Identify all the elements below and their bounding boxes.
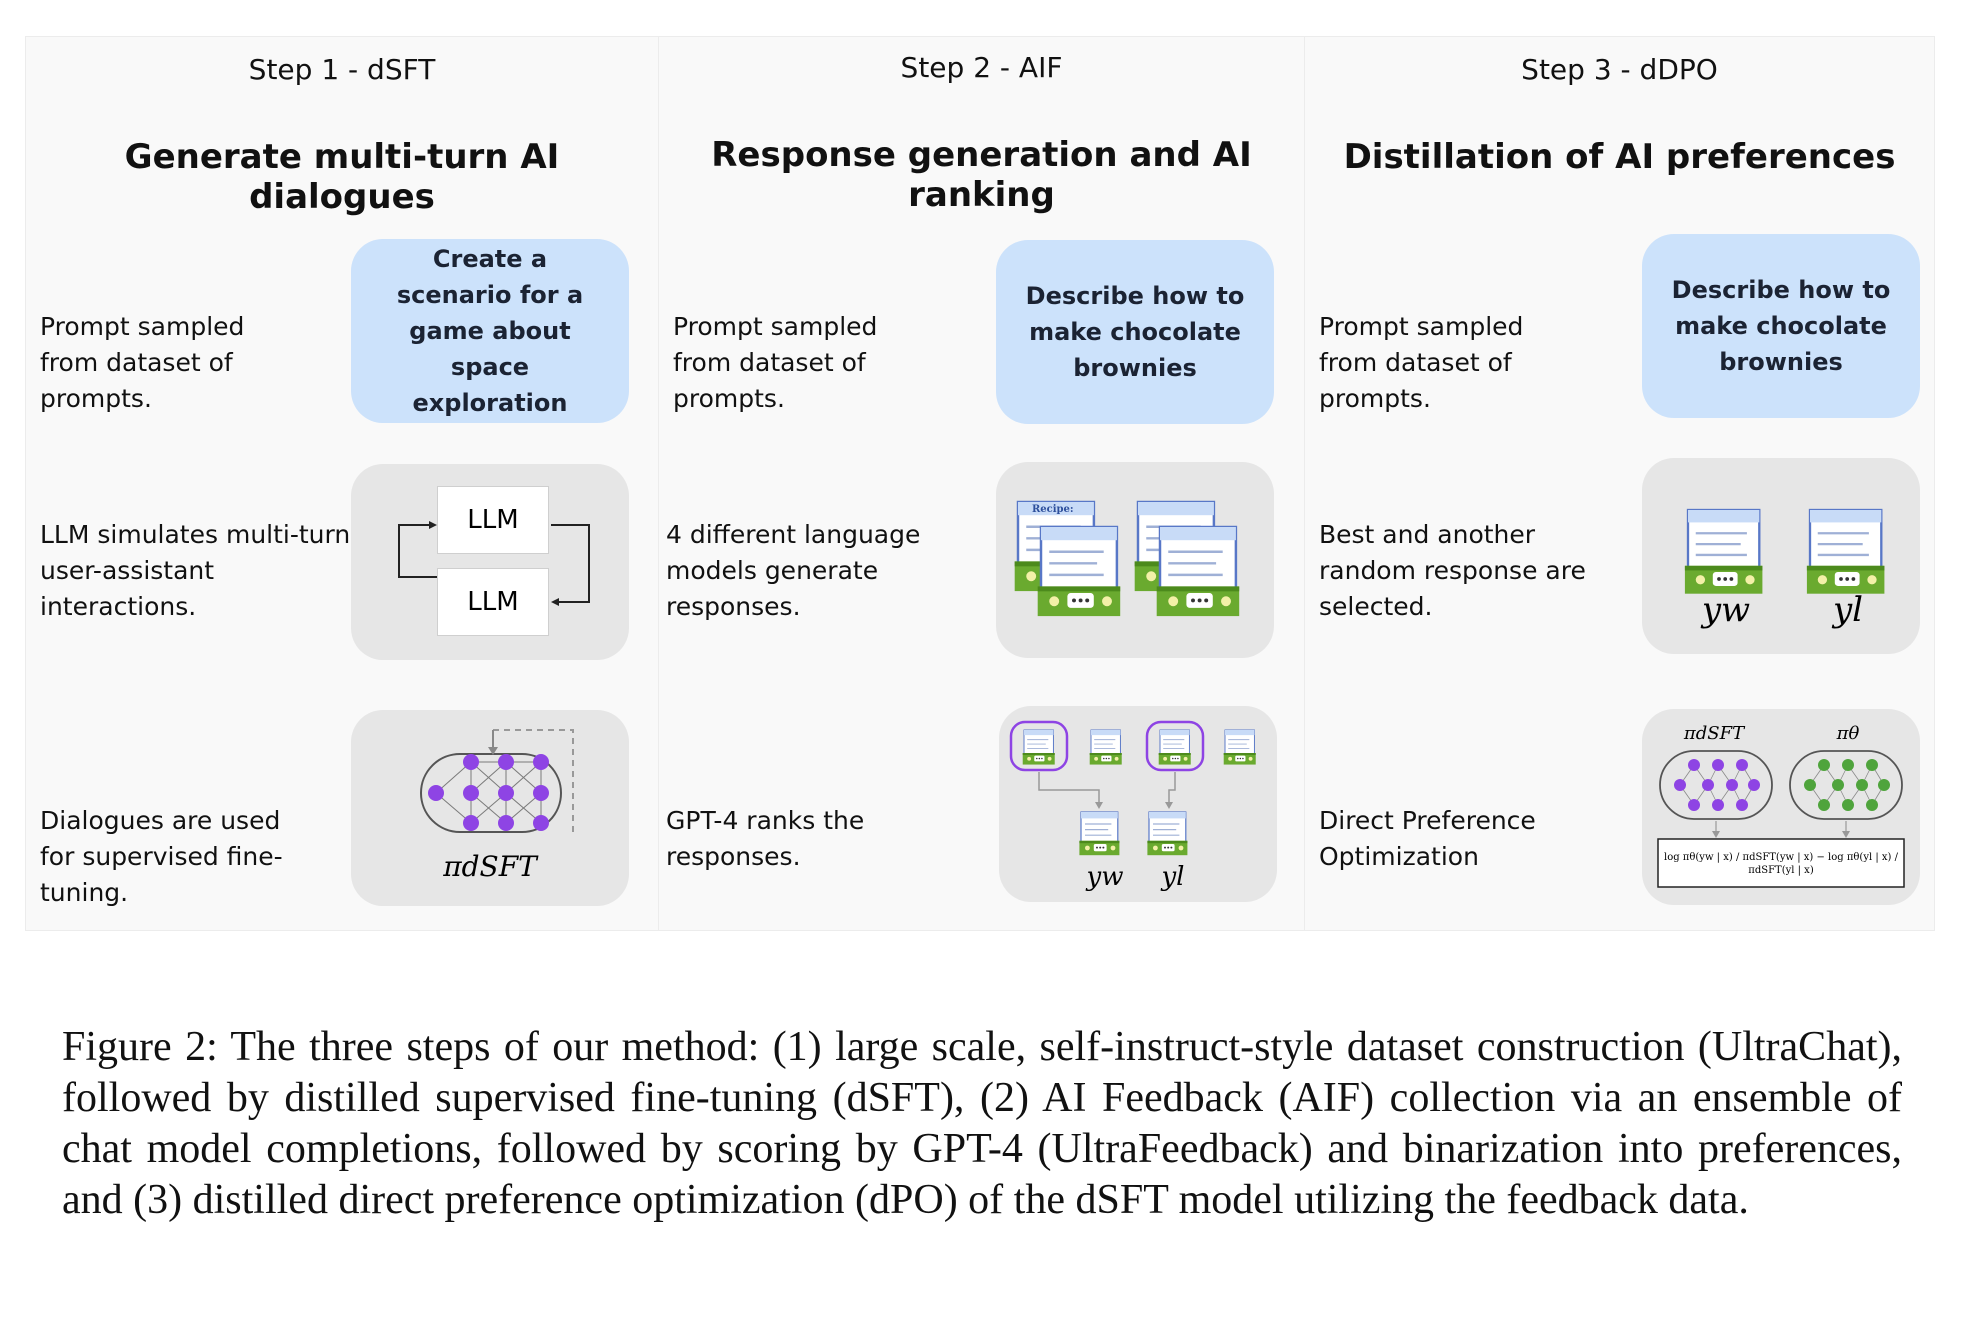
selected-label-yl: yl	[1832, 590, 1864, 630]
recipe-cards-icon	[1013, 500, 1241, 618]
step-3-dpo-desc: Direct Preference Optimization	[1319, 806, 1536, 871]
pi-dsft-label: πdSFT	[1683, 723, 1745, 744]
step-3-dpo-box: πdSFT πθ	[1642, 709, 1920, 905]
figure-caption: Figure 2: The three steps of our method:…	[62, 1024, 1902, 1223]
ranking-diagram	[1009, 720, 1257, 856]
step-1-llm-desc: LLM simulates multi-turn user-assistant …	[40, 520, 351, 621]
step-3-selected-box: yw yl	[1642, 458, 1920, 654]
step-2-rank-desc: GPT-4 ranks the responses.	[666, 806, 865, 871]
step-1-prompt-box: Create a scenario for a game about space…	[351, 239, 629, 423]
step-3-label: Step 3 - dDPO	[1521, 53, 1718, 86]
step-1-network-box: πdSFT	[351, 710, 629, 906]
step-2-heading: Response generation and AI ranking	[711, 135, 1252, 215]
step-1-heading: Generate multi-turn AI dialogues	[124, 137, 560, 217]
panel-step-3: Step 3 - dDPO Distillation of AI prefere…	[1304, 36, 1935, 931]
panel-step-2: Step 2 - AIF Response generation and AI …	[658, 36, 1305, 931]
ranking-label-yw: yw	[1086, 862, 1124, 892]
llm-loop-diagram	[398, 521, 590, 606]
step-2-prompt-box: Describe how to make chocolate brownies	[996, 240, 1274, 424]
step-2-models-desc: 4 different language models generate res…	[666, 520, 921, 621]
step-1-network-icon	[420, 729, 574, 835]
ranking-label-yl: yl	[1161, 862, 1185, 892]
llm-box-top: LLM	[437, 486, 549, 554]
step-2-responses-box: Recipe:	[996, 462, 1274, 658]
panel-step-1: Step 1 - dSFT Generate multi-turn AI dia…	[25, 36, 659, 931]
step-1-label: Step 1 - dSFT	[248, 53, 436, 86]
step-3-prompt-box: Describe how to make chocolate brownies	[1642, 234, 1920, 418]
dpo-loss-formula: log πθ(yw | x) / πdSFT(yw | x) − log πθ(…	[1664, 852, 1898, 876]
step-2-ranking-box: yw yl	[999, 706, 1277, 902]
recipe-card-title: Recipe:	[1032, 504, 1074, 515]
step-1-llm-loop-box: LLM LLM	[351, 464, 629, 660]
step-1-prompt-desc: Prompt sampled from dataset of prompts.	[40, 312, 245, 413]
step-2-prompt-desc: Prompt sampled from dataset of prompts.	[673, 312, 878, 413]
dpo-networks-icon	[1657, 750, 1905, 888]
step-1-sft-desc: Dialogues are used for supervised fine-t…	[40, 806, 283, 907]
step-3-prompt-desc: Prompt sampled from dataset of prompts.	[1319, 312, 1524, 413]
selected-label-yw: yw	[1701, 590, 1751, 630]
pi-theta-label: πθ	[1836, 723, 1860, 744]
step-3-heading: Distillation of AI preferences	[1343, 137, 1896, 177]
step-3-select-desc: Best and another random response are sel…	[1319, 520, 1586, 621]
pi-dsft-symbol: πdSFT	[443, 850, 537, 883]
step-2-label: Step 2 - AIF	[900, 51, 1063, 84]
llm-box-bottom: LLM	[437, 568, 549, 636]
